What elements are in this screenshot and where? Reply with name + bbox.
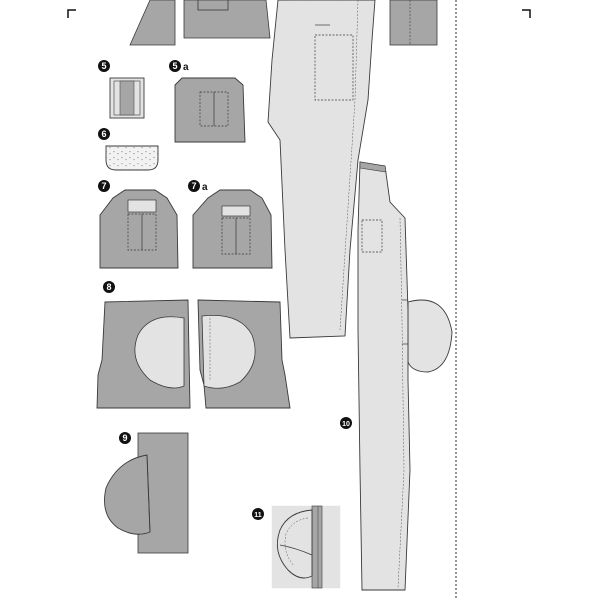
step-suffix: a — [183, 62, 189, 73]
step-10-group: 10 — [340, 161, 453, 591]
pocket-opening-right — [201, 315, 256, 389]
step-7a-group: 7 a — [188, 180, 273, 269]
step-11-group: 11 — [252, 505, 341, 589]
step-number: 10 — [342, 421, 350, 428]
pocket-bag-fold — [276, 509, 313, 579]
step-9-group: 9 — [104, 432, 189, 554]
pocket-outline — [361, 219, 383, 253]
step-5a-group: 5 a — [169, 60, 246, 143]
step-suffix: a — [202, 182, 208, 193]
pocket-opening-left — [134, 316, 185, 389]
step-badge — [340, 417, 352, 429]
step-badge — [252, 508, 264, 520]
step-badge — [188, 180, 200, 192]
crop-mark-right — [522, 9, 531, 18]
trouser-leg-lower — [357, 161, 411, 591]
step-5-group: 5 — [98, 60, 145, 119]
pocket-bag-flipped — [104, 454, 151, 535]
step-number: 6 — [101, 129, 106, 139]
step-badge — [98, 180, 110, 192]
step-number: 8 — [106, 282, 111, 292]
step-8-group: 8 — [96, 281, 291, 409]
step-number: 11 — [254, 512, 262, 519]
step-badge — [98, 128, 110, 140]
step-badge — [119, 432, 131, 444]
step-7-group: 7 — [98, 180, 179, 269]
back-pocket-outline — [314, 34, 354, 101]
step-number: 5 — [172, 61, 177, 71]
step-number: 7 — [191, 181, 196, 191]
step-number: 7 — [101, 181, 106, 191]
pocket-bag — [105, 145, 159, 171]
step-badge — [98, 60, 110, 72]
step-badge — [169, 60, 181, 72]
step-number: 5 — [101, 61, 106, 71]
step-badge — [103, 281, 115, 293]
pocket-bag-side — [407, 299, 453, 373]
trouser-leg-upper — [267, 0, 376, 339]
top-partial-pieces — [129, 0, 438, 46]
step-number: 9 — [122, 433, 127, 443]
step-6-group: 6 — [98, 128, 159, 171]
crop-mark-left — [67, 9, 76, 18]
